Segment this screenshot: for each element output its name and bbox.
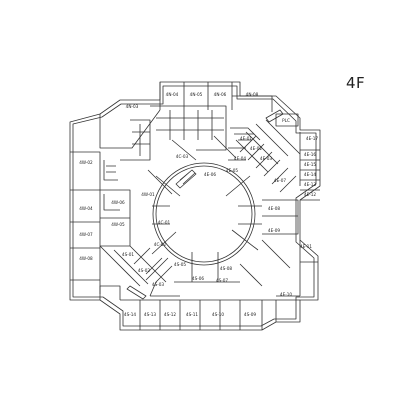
unit-label: 4E-01 (240, 136, 252, 141)
unit-label: 4E-12 (304, 192, 316, 197)
north-row (159, 82, 273, 112)
unit-label: 4E-06 (204, 172, 216, 177)
unit-label: 4C-01 (158, 220, 171, 225)
south-west-diagonals (99, 245, 180, 297)
floor-label: 4F (346, 74, 366, 92)
unit-label: 4E-08 (268, 206, 280, 211)
central-atrium (155, 165, 253, 263)
unit-label: 4E-17 (306, 136, 318, 141)
central-atrium-rim (152, 162, 256, 266)
unit-label: 4S-09 (244, 312, 256, 317)
west-column (70, 151, 101, 294)
diagonal-walkways (145, 135, 291, 287)
unit-label: 4W-06 (111, 200, 125, 205)
unit-labels: 4N-04 4N-05 4N-06 4N-08 4N-03 4W-02 4W-0… (79, 92, 318, 317)
unit-label: 4S-07 (216, 278, 228, 283)
unit-label: 4E-15 (304, 162, 316, 167)
unit-label: 4S-11 (186, 312, 198, 317)
unit-label: 4W-07 (79, 232, 93, 237)
unit-label: 4S-08 (220, 266, 232, 271)
unit-label: 4S-03 (152, 282, 164, 287)
unit-label: 4N-04 (166, 92, 179, 97)
plc-room (275, 113, 299, 127)
unit-label: 4W-08 (79, 256, 93, 261)
unit-label: 4C-02 (154, 242, 167, 247)
unit-label: 4S-06 (192, 276, 204, 281)
unit-label: 4S-05 (174, 262, 186, 267)
unit-label: 4S-10 (212, 312, 224, 317)
escalator-west (175, 169, 197, 189)
unit-label: 4C-03 (176, 154, 189, 159)
south-row (99, 285, 300, 330)
unit-label: 4N-08 (246, 92, 259, 97)
unit-label: 4E-11 (300, 244, 312, 249)
north-east-block-lines (228, 127, 261, 161)
west-block-lines (103, 119, 151, 181)
unit-label: 4E-04 (234, 156, 246, 161)
unit-label: 4E-02 (250, 146, 262, 151)
unit-label: 4E-09 (268, 228, 280, 233)
escalator-east (265, 109, 284, 123)
unit-label: 4E-14 (304, 172, 316, 177)
unit-label: 4E-03 (260, 156, 272, 161)
building-inner-outline (72, 85, 317, 327)
unit-label: 4W-01 (141, 192, 155, 197)
north-west-block (99, 109, 161, 149)
unit-label: 4E-13 (304, 182, 316, 187)
unit-label: 4W-02 (79, 160, 93, 165)
south-east-block (275, 240, 318, 322)
north-block-lines (150, 105, 227, 161)
west-inner-column (100, 189, 131, 247)
unit-label: 4S-14 (124, 312, 136, 317)
unit-label: 4N-05 (190, 92, 203, 97)
unit-label: 4E-16 (304, 152, 316, 157)
unit-label: 4W-05 (111, 222, 125, 227)
unit-label: 4S-01 (122, 252, 134, 257)
unit-label: 4E-10 (280, 292, 292, 297)
east-diagonal-units (235, 119, 301, 193)
escalator-southwest (126, 285, 147, 300)
unit-label: 4N-06 (214, 92, 227, 97)
unit-label: 4E-05 (226, 168, 238, 173)
unit-label: 4S-02 (138, 268, 150, 273)
unit-label: 4E-07 (274, 178, 286, 183)
east-column (262, 132, 320, 235)
unit-label: 4W-04 (79, 206, 93, 211)
unit-label: 4S-12 (164, 312, 176, 317)
central-ring-units (151, 175, 262, 283)
unit-label: PLC (282, 118, 290, 123)
unit-label: 4N-03 (126, 104, 139, 109)
unit-label: 4S-13 (144, 312, 156, 317)
